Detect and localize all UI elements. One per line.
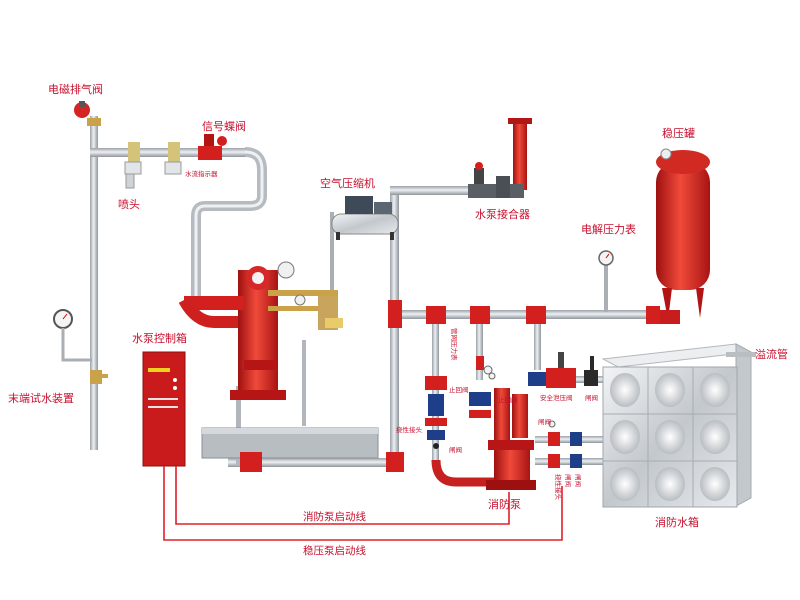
label-gate-valve-2: 闸阀 [585, 393, 598, 402]
label-gate-valve-1: 闸阀 [449, 445, 462, 454]
label-pump-adapter: 水泵接合器 [475, 207, 530, 221]
air-compressor [332, 196, 398, 240]
label-overflow-pipe: 溢流管 [755, 347, 788, 361]
electric-pressure-gauge [599, 251, 613, 265]
pressure-tank [656, 149, 710, 324]
pump-adapter [468, 118, 532, 198]
label-gate-valve-5: 闸阀 [574, 474, 583, 487]
label-end-test-device: 末端试水装置 [8, 391, 74, 405]
label-soft-joint: 挠性接头 [396, 425, 423, 434]
label-sprinkler: 喷头 [118, 198, 140, 211]
label-check-valve-2: 止回阀 [498, 395, 518, 404]
label-gate-valve-4: 闸阀 [564, 474, 573, 487]
label-pressure-tank: 稳压罐 [662, 126, 695, 140]
label-pump-control-box: 水泵控制箱 [132, 331, 187, 345]
pump-control-box [143, 352, 185, 466]
label-gate-valve-3: 闸阀 [538, 417, 551, 426]
label-fire-pump-start-line: 消防泵启动线 [303, 510, 366, 523]
end-test-device [54, 310, 108, 384]
alarm-valve-station [184, 262, 378, 458]
label-check-valve-1: 止回阀 [449, 385, 469, 394]
label-signal-butterfly-valve: 信号蝶阀 [202, 119, 246, 133]
label-fire-water-tank: 消防水箱 [655, 515, 699, 529]
label-stabilizer-pump-start-line: 稳压泵启动线 [303, 544, 366, 557]
label-safety-relief-valve: 安全泄压阀 [540, 393, 573, 402]
label-air-compressor: 空气压缩机 [320, 176, 375, 190]
label-network-pressure-gauge: 管网压力表 [450, 328, 459, 361]
solenoid-vent-valve [74, 101, 101, 126]
label-electric-pressure-gauge: 电解压力表 [581, 222, 636, 236]
label-solenoid-vent-valve: 电磁排气阀 [48, 82, 103, 96]
label-soft-joint-2: 挠性接头 [554, 474, 563, 501]
label-water-flow-indicator: 水流指示器 [185, 169, 218, 178]
label-fire-pump: 消防泵 [488, 497, 521, 511]
fire-water-tank [603, 344, 756, 507]
